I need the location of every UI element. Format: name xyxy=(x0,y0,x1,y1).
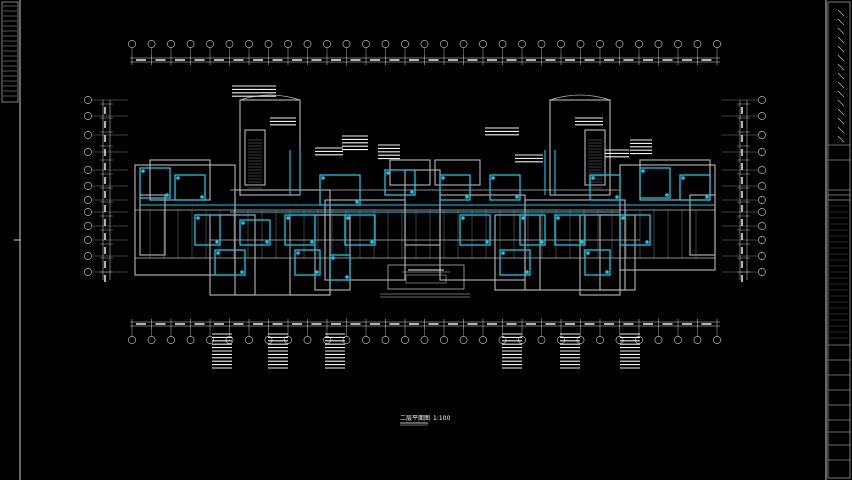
drawing-title: 二层平面图 xyxy=(400,415,430,422)
left-border-strip xyxy=(1,0,21,480)
legend-box xyxy=(380,264,470,298)
drawing-scale: 1:100 xyxy=(433,415,450,422)
title-block xyxy=(825,0,851,480)
drawing-title-group: 二层平面图 1:100 xyxy=(400,415,450,426)
annotation-blocks xyxy=(212,85,652,369)
dimension-lines xyxy=(130,55,720,329)
water-supply-pipes xyxy=(139,150,715,281)
side-dimension-stacks xyxy=(100,100,750,282)
